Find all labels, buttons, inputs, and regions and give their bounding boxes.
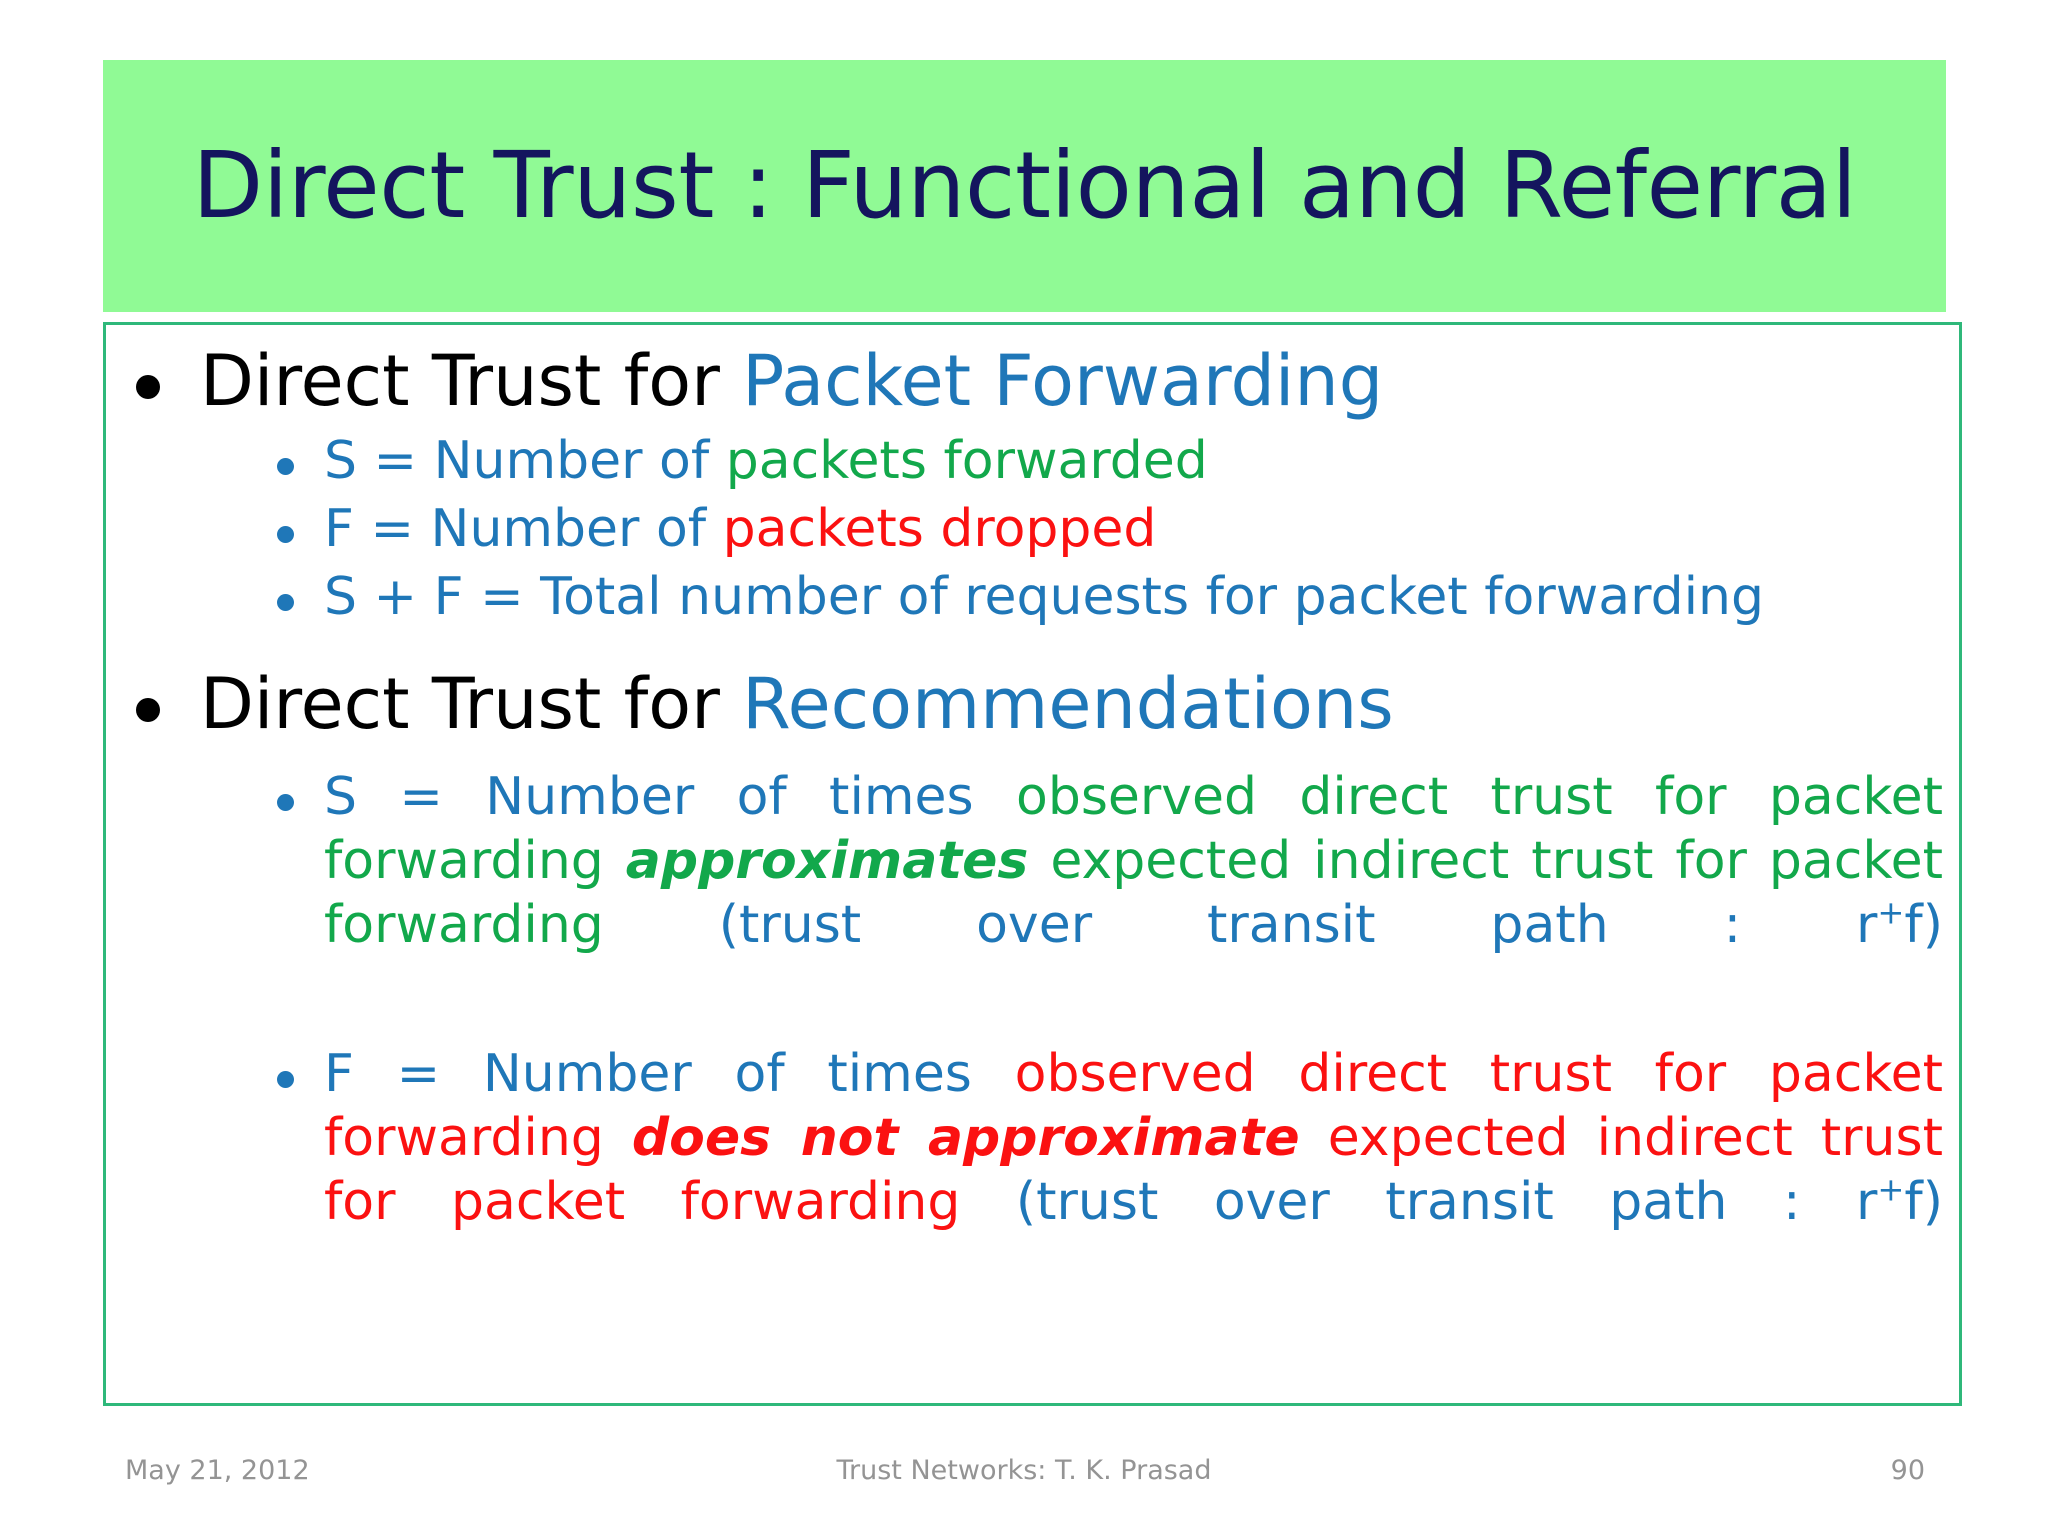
subbullet-dot-icon xyxy=(277,458,294,476)
subbullet-emphasis: does not approximate xyxy=(631,1108,1300,1169)
bullet-text: Direct Trust for Recommendations xyxy=(200,662,1394,747)
bullet-highlight: Packet Forwarding xyxy=(742,340,1384,422)
subbullet-text: S = Number of packets forwarded xyxy=(324,430,1943,494)
slide-footer: May 21, 2012 Trust Networks: T. K. Prasa… xyxy=(0,1440,2048,1500)
content-box: Direct Trust for Packet Forwarding S = N… xyxy=(103,322,1962,1406)
footer-date: May 21, 2012 xyxy=(125,1454,310,1486)
subbullet-s-recommendations: S = Number of times observed direct trus… xyxy=(122,766,1943,1022)
subbullet-note-end: f) xyxy=(1904,1172,1943,1233)
bullet-packet-forwarding: Direct Trust for Packet Forwarding xyxy=(122,339,1943,424)
subbullet-emphasis: approximates xyxy=(625,830,1029,891)
subbullet-emphasis: packets forwarded xyxy=(725,431,1208,492)
bullet-lead: Direct Trust for xyxy=(200,663,743,746)
subbullet-dot-icon xyxy=(277,526,294,544)
subbullet-text: S = Number of times observed direct trus… xyxy=(324,766,1943,1022)
subbullet-note: (trust over transit path : r xyxy=(960,1172,1878,1233)
subbullet-note: (trust over transit path : r xyxy=(603,894,1878,955)
footer-page-number: 90 xyxy=(1890,1454,1925,1486)
bullet-dot-icon xyxy=(136,375,160,399)
bullet-lead: Direct Trust for xyxy=(200,340,743,422)
subbullet-dot-icon xyxy=(277,793,294,811)
subbullet-body-1: observed direct trust for packet forward… xyxy=(324,1044,1943,1169)
subbullet-body-1: observed direct trust for packet forward… xyxy=(324,766,1943,891)
subbullet-text: S + F = Total number of requests for pac… xyxy=(324,566,1943,630)
spacer xyxy=(122,754,1943,766)
subbullet-prefix: F = Number of xyxy=(324,499,723,560)
subbullet-f-recommendations: F = Number of times observed direct trus… xyxy=(122,1043,1943,1299)
subbullet-prefix: F = Number of times xyxy=(324,1044,1015,1105)
superscript-plus: + xyxy=(1877,1171,1905,1210)
page-title: Direct Trust : Functional and Referral xyxy=(192,131,1857,239)
subbullet-prefix: S = Number of times xyxy=(324,766,1016,827)
bullet-recommendations: Direct Trust for Recommendations xyxy=(122,662,1943,747)
spacer xyxy=(122,634,1943,662)
superscript-plus: + xyxy=(1877,893,1905,932)
title-banner: Direct Trust : Functional and Referral xyxy=(103,60,1946,312)
bullet-highlight: Recommendations xyxy=(742,663,1394,746)
subbullet-text: F = Number of times observed direct trus… xyxy=(324,1043,1943,1299)
subbullet-dot-icon xyxy=(277,594,294,612)
subbullet-dot-icon xyxy=(277,1071,294,1089)
spacer xyxy=(122,1025,1943,1043)
subbullet-s-packets-forwarded: S = Number of packets forwarded xyxy=(122,430,1943,494)
subbullet-f-packets-dropped: F = Number of packets dropped xyxy=(122,498,1943,562)
subbullet-text: F = Number of packets dropped xyxy=(324,498,1943,562)
subbullet-prefix: S + F = Total number of requests for pac… xyxy=(324,567,1765,628)
bullet-dot-icon xyxy=(136,698,160,723)
footer-title: Trust Networks: T. K. Prasad xyxy=(836,1454,1212,1486)
subbullet-emphasis: packets dropped xyxy=(722,499,1157,560)
bullet-text: Direct Trust for Packet Forwarding xyxy=(200,339,1383,424)
subbullet-total-requests: S + F = Total number of requests for pac… xyxy=(122,566,1943,630)
subbullet-prefix: S = Number of xyxy=(324,431,726,492)
subbullet-note-end: f) xyxy=(1904,894,1943,955)
subbullet-body-2: expected indirect trust for packet forwa… xyxy=(324,830,1943,955)
subbullet-body-2: expected indirect trust for packet forwa… xyxy=(324,1108,1943,1233)
